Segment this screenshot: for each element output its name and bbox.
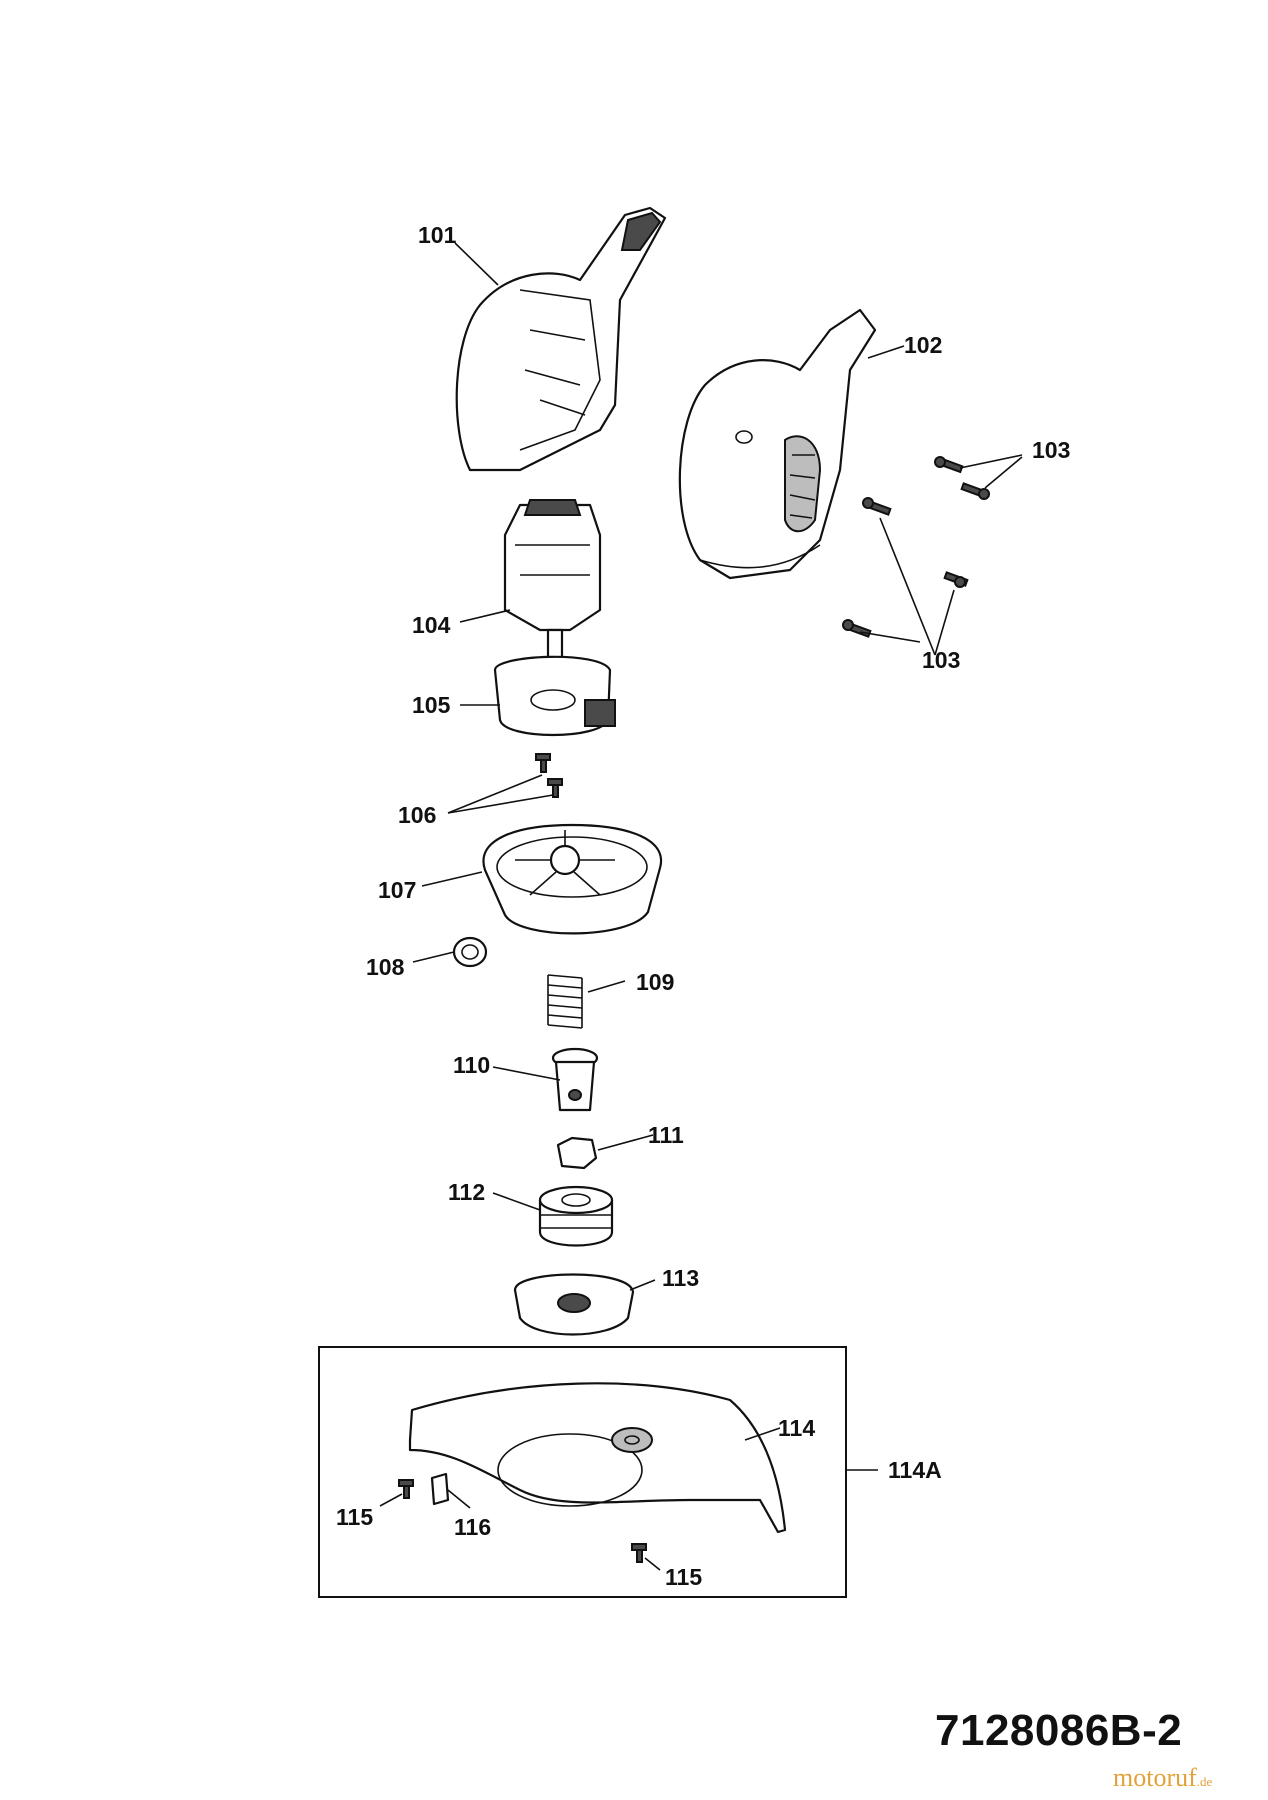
callout-102: 102	[904, 332, 942, 358]
part-114A-kit-frame	[318, 1346, 847, 1598]
part-106-screws[interactable]	[535, 753, 563, 798]
watermark-brand: motoruf	[1113, 1763, 1197, 1792]
callout-107: 107	[378, 877, 416, 903]
callout-labels: 101 102 103 103 104 105 106 107 108 109 …	[336, 222, 1070, 1590]
callout-103-bottom: 103	[922, 647, 960, 673]
part-116-line-cutter[interactable]	[430, 1472, 450, 1506]
callout-108: 108	[366, 954, 405, 980]
part-114-guard[interactable]	[408, 1382, 787, 1534]
part-104-motor[interactable]	[503, 499, 602, 662]
callout-114: 114	[778, 1415, 815, 1441]
part-108-nut[interactable]	[452, 936, 488, 968]
part-105-motor-mount[interactable]	[493, 655, 616, 737]
callout-103-top: 103	[1032, 437, 1070, 463]
callout-110: 110	[453, 1052, 490, 1078]
leader-lines	[379, 242, 1023, 1571]
part-107-fan-housing[interactable]	[482, 823, 663, 935]
callout-105: 105	[412, 692, 451, 718]
part-110-shaft[interactable]	[551, 1047, 599, 1112]
part-112-spool[interactable]	[538, 1185, 614, 1247]
callout-115-left: 115	[336, 1504, 373, 1530]
part-101-housing-left[interactable]	[455, 206, 667, 472]
drawing-number: 7128086B-2	[935, 1706, 1183, 1755]
watermark-logo: motoruf.de	[1113, 1763, 1212, 1793]
callout-113: 113	[662, 1265, 699, 1291]
callout-111: 111	[648, 1122, 684, 1148]
callout-116: 116	[454, 1514, 491, 1540]
callout-114A: 114A	[888, 1457, 942, 1483]
callout-109: 109	[636, 969, 674, 995]
part-103-screws[interactable]	[842, 456, 990, 638]
part-111-bolt[interactable]	[556, 1136, 598, 1170]
watermark-suffix: .de	[1196, 1774, 1213, 1789]
callout-101: 101	[418, 222, 457, 248]
callout-106: 106	[398, 802, 436, 828]
callout-112: 112	[448, 1179, 485, 1205]
callout-115-right: 115	[665, 1564, 702, 1590]
part-113-spool-cover[interactable]	[513, 1273, 635, 1336]
part-102-housing-right[interactable]	[678, 308, 877, 580]
part-109-spring[interactable]	[547, 974, 583, 1029]
callout-104: 104	[412, 612, 451, 638]
part-115-screws[interactable]	[398, 1479, 647, 1563]
